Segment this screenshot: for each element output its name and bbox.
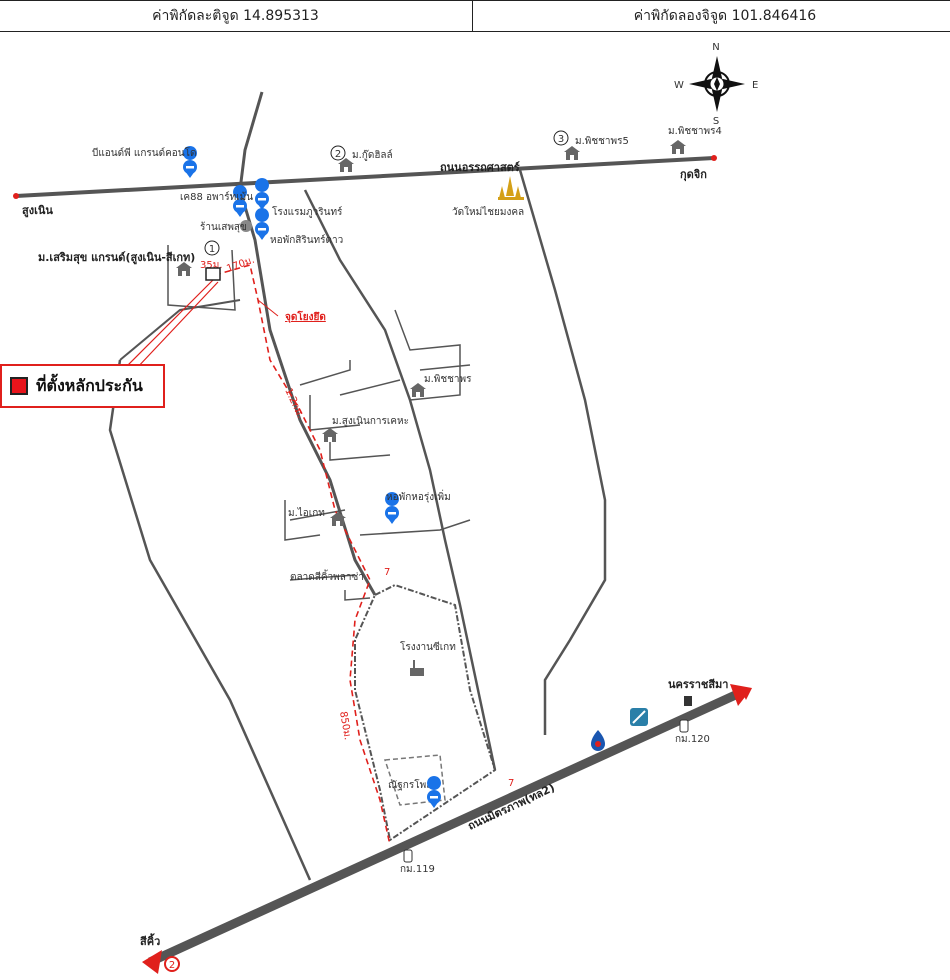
highway-road xyxy=(148,687,744,967)
checkpoint-label: จุดโยงยึด xyxy=(285,310,326,323)
highway-arrow-west xyxy=(142,950,162,974)
far-east-road xyxy=(518,169,607,735)
place-sung-noen: สูงเนิน xyxy=(22,204,53,218)
place-phitchaporn5: ม.พิชชาพร5 xyxy=(575,136,629,147)
west-connector xyxy=(119,299,241,361)
top-road-label: ถนนอรรถศาสตร์ xyxy=(440,161,520,174)
house-icon xyxy=(322,428,338,442)
housing-grid xyxy=(299,360,401,461)
checkpoint-leader xyxy=(257,299,279,317)
place-dorm2: หอพักหอรุ่งเพิ่ม xyxy=(386,489,451,503)
phitchaporn-grid xyxy=(394,309,471,401)
distance-1-2km: 1.2กม. xyxy=(282,387,305,420)
shop-icon xyxy=(240,220,252,232)
place-bp-condo: บีแอนด์พี แกรนด์คอนโด xyxy=(92,146,197,159)
factory-icon xyxy=(410,660,424,676)
place-dorm1: หอพักสิรินทร์ดาว xyxy=(270,234,343,246)
market-grid xyxy=(289,574,371,601)
highway-shield-number: 2 xyxy=(169,960,175,971)
km119-marker-icon xyxy=(403,849,413,863)
km119-label: กม.119 xyxy=(400,864,435,875)
place-wat: วัดใหม่ไชยมงคล xyxy=(452,206,524,218)
place-project: ม.เสริมสุข แกรนด์(สูงเนิน-สีเกท) xyxy=(38,251,195,265)
place-sikhio: สีคิ้ว xyxy=(140,933,161,948)
place-apartment: เค88 อพาร์ทเม้น xyxy=(180,191,253,203)
temple-icon xyxy=(498,176,524,200)
pin-icon xyxy=(427,776,442,808)
place-market: ตลาดสีคิ้วพลาซ่า xyxy=(290,569,364,583)
legend-leader-2 xyxy=(134,281,219,371)
marker-2-circle xyxy=(330,145,346,161)
place-saiket: ม.ไอเกท xyxy=(288,507,325,519)
project-block xyxy=(167,245,236,311)
top-road-west-end xyxy=(13,193,19,199)
coordinate-bar: ค่าพิกัดละติจูด 14.895313 ค่าพิกัดลองจิจ… xyxy=(0,0,950,34)
ptt-station-icon xyxy=(630,708,648,726)
compass-s: S xyxy=(713,116,719,127)
latitude-cell: ค่าพิกัดละติจูด 14.895313 xyxy=(0,0,474,32)
main-north-road xyxy=(238,91,377,596)
compass-rose xyxy=(689,56,745,112)
place-shop: ร้านเสพสุข xyxy=(200,221,247,233)
place-factory2: ณัฐกรโพลส xyxy=(388,778,438,791)
legend-label: ที่ตั้งหลักประกัน xyxy=(36,375,143,395)
place-sungnoen-housing: ม.สูงเนินการเคหะ xyxy=(332,416,409,427)
house-icon xyxy=(670,140,686,154)
house-icon xyxy=(176,262,192,276)
highway-shield xyxy=(164,956,180,972)
place-phitchaporn: ม.พิชชาพร xyxy=(424,374,472,385)
factory-boundary xyxy=(354,583,497,842)
top-road-east-end xyxy=(711,155,717,161)
east-road xyxy=(303,189,497,771)
compass-w: W xyxy=(674,80,684,91)
compass-n: N xyxy=(712,42,719,53)
compass-e: E xyxy=(752,80,758,91)
saiket-grid xyxy=(284,500,471,541)
legend-swatch xyxy=(10,377,28,395)
distance-850m: 850ม. xyxy=(337,711,353,741)
marker-2-number: 2 xyxy=(335,149,341,160)
place-factory: โรงงานซีเกท xyxy=(400,640,456,653)
house-icon xyxy=(330,512,346,526)
place-nakhon: นครราชสีมา xyxy=(668,678,728,691)
pin-icon xyxy=(255,178,270,210)
seven-eleven-icon: 7 xyxy=(384,567,390,578)
factory2-boundary xyxy=(383,754,446,806)
house-icon xyxy=(410,383,426,397)
km120-marker-icon xyxy=(679,719,689,733)
distance-35m: 35ม. xyxy=(200,260,223,271)
marker-1-number: 1 xyxy=(209,244,215,255)
top-road xyxy=(15,156,715,198)
place-hotel: โรงแรมภูวรินทร์ xyxy=(272,205,343,218)
legend: ที่ตั้งหลักประกัน xyxy=(0,364,165,408)
pin-icon xyxy=(255,208,270,240)
marker-3-number: 3 xyxy=(558,134,564,145)
house-icon xyxy=(564,146,580,160)
place-goodhill: ม.กู๊ดฮิลล์ xyxy=(352,149,393,161)
longitude-cell: ค่าพิกัดลองจิจูด 101.846416 xyxy=(472,0,950,32)
km120-label: กม.120 xyxy=(675,734,710,745)
fuel-icon xyxy=(684,696,692,706)
west-road xyxy=(108,359,312,881)
route-path xyxy=(214,263,391,846)
marker-3-circle xyxy=(553,130,569,146)
place-kut-chik: กุดจิก xyxy=(680,168,707,182)
gas-station-icon xyxy=(591,730,605,751)
place-phitchaporn4: ม.พิชชาพร4 xyxy=(668,126,722,137)
collateral-marker xyxy=(205,267,221,281)
legend-leader-1 xyxy=(124,277,216,369)
seven-eleven-icon: 7 xyxy=(508,778,514,789)
marker-1-circle xyxy=(204,240,220,256)
